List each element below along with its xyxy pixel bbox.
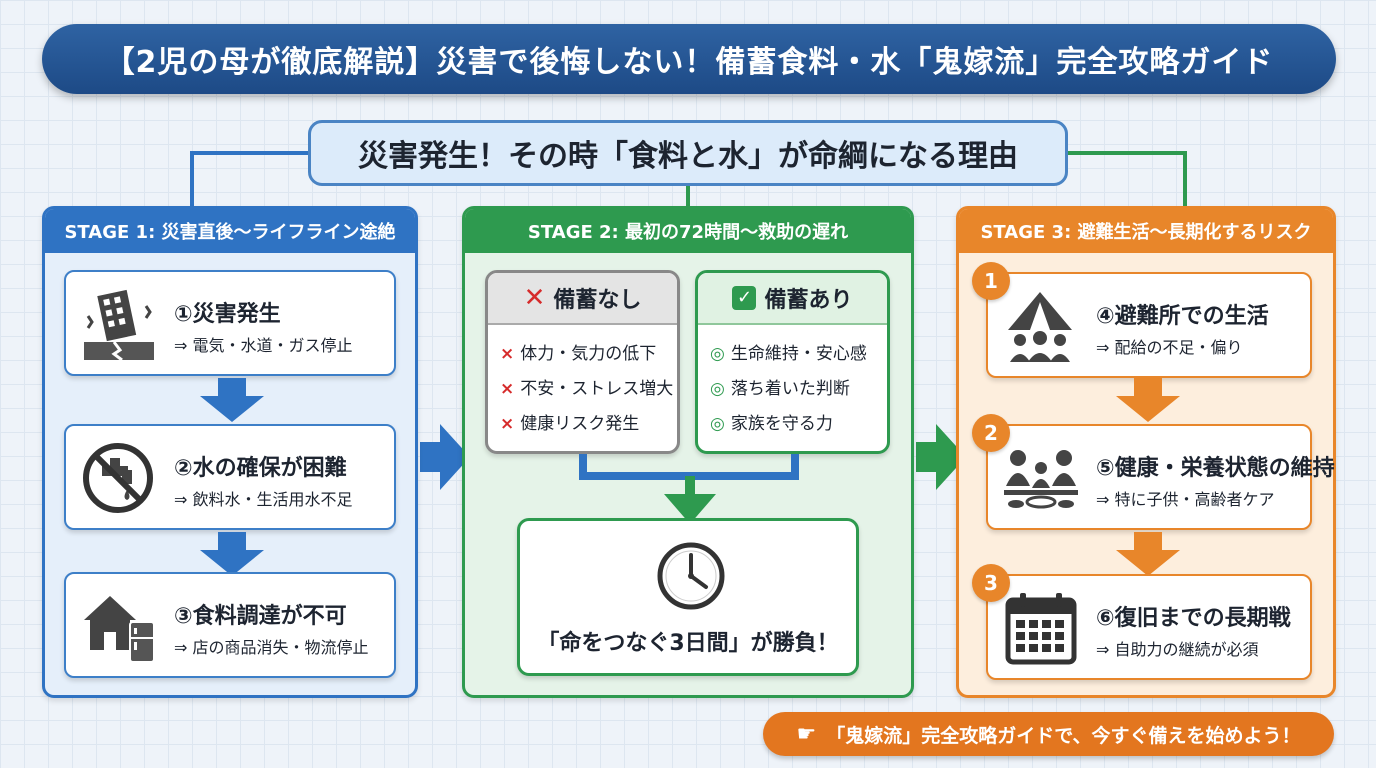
list-item: ×体力・気力の低下 (500, 344, 657, 364)
list-item: ◎生命維持・安心感 (710, 344, 867, 364)
without-stockpile-list: ×体力・気力の低下 ×不安・ストレス増大 ×健康リスク発生 (488, 337, 677, 442)
stage1-step1-card: ①災害発生 ⇒ 電気・水道・ガス停止 (64, 270, 396, 376)
stage1-step1-title: ①災害発生 (174, 302, 281, 327)
arrow-stage2-to-3 (916, 424, 966, 490)
stage3-step2-sub: ⇒ 特に子供・高齢者ケア (1096, 490, 1275, 509)
red-x-icon: ✕ (523, 283, 546, 313)
page-title: 【2児の母が徹底解説】災害で後悔しない！備蓄食料・水「鬼嫁流」完全攻略ガイド (104, 45, 1274, 80)
stage3-step3-card: ⑥復旧までの長期戦 ⇒ 自助力の継続が必須 (986, 574, 1312, 680)
double-circle-icon: ◎ (710, 379, 725, 399)
x-mark-icon: × (500, 379, 515, 399)
stage1-step2-card: ②水の確保が困難 ⇒ 飲料水・生活用水不足 (64, 424, 396, 530)
stage1-header: STAGE 1: 災害直後〜ライフライン途絶 (45, 209, 415, 253)
arrow-down-3 (1116, 378, 1180, 422)
x-mark-icon: × (500, 344, 515, 364)
list-item: ×健康リスク発生 (500, 414, 640, 434)
stage1-step2-title: ②水の確保が困難 (174, 456, 347, 481)
double-circle-icon: ◎ (710, 344, 725, 364)
arrow-stage1-to-2 (420, 424, 470, 490)
step-badge-1: 1 (972, 262, 1010, 300)
list-item: ◎家族を守る力 (710, 414, 833, 434)
stage1-step2-sub: ⇒ 飲料水・生活用水不足 (174, 490, 353, 509)
list-item: ×不安・ストレス増大 (500, 379, 674, 399)
without-stockpile-box: ✕ 備蓄なし ×体力・気力の低下 ×不安・ストレス増大 ×健康リスク発生 (485, 270, 680, 454)
arrow-down-1 (200, 378, 264, 422)
clock-icon (657, 542, 725, 610)
family-meal-icon (1004, 450, 1078, 509)
three-days-label: 「命をつなぐ3日間」が勝負！ (537, 631, 839, 656)
check-mark-icon: ✓ (732, 286, 757, 310)
stage3-step1-card: ④避難所での生活 ⇒ 配給の不足・偏り (986, 272, 1312, 378)
double-circle-icon: ◎ (710, 414, 725, 434)
without-stockpile-header: ✕ 備蓄なし (488, 273, 677, 325)
stage1-step3-card: ③食料調達が不可 ⇒ 店の商品消失・物流停止 (64, 572, 396, 678)
without-stockpile-title: 備蓄なし (553, 288, 642, 313)
no-water-faucet-icon (83, 443, 153, 513)
with-stockpile-list: ◎生命維持・安心感 ◎落ち着いた判断 ◎家族を守る力 (698, 337, 887, 442)
stage1-step1-sub: ⇒ 電気・水道・ガス停止 (174, 336, 353, 355)
with-stockpile-title: 備蓄あり (764, 288, 853, 313)
stage3-step3-title: ⑥復旧までの長期戦 (1096, 606, 1291, 631)
list-item: ◎落ち着いた判断 (710, 379, 850, 399)
stage2-header: STAGE 2: 最初の72時間〜救助の遅れ (465, 209, 911, 253)
x-mark-icon: × (500, 414, 515, 434)
subtitle-box: 災害発生！その時「食料と水」が命綱になる理由 (308, 120, 1068, 186)
subtitle: 災害発生！その時「食料と水」が命綱になる理由 (358, 139, 1018, 174)
stage1-step3-title: ③食料調達が不可 (174, 604, 347, 629)
stage3-step2-title: ⑤健康・栄養状態の維持 (1096, 456, 1335, 481)
stage3-step3-sub: ⇒ 自助力の継続が必須 (1096, 640, 1259, 659)
pointing-hand-icon: ☛ (796, 721, 817, 747)
arrow-down-2 (200, 532, 264, 576)
three-days-box: 「命をつなぐ3日間」が勝負！ (517, 518, 859, 676)
stage1-step3-sub: ⇒ 店の商品消失・物流停止 (174, 638, 369, 657)
tent-people-icon (1008, 292, 1072, 362)
stage3-step1-title: ④避難所での生活 (1096, 304, 1269, 329)
cta-text: 「鬼嫁流」完全攻略ガイドで、今すぐ備えを始めよう！ (826, 724, 1301, 747)
step-badge-2: 2 (972, 414, 1010, 452)
calendar-icon (1005, 593, 1077, 665)
cta-banner[interactable]: ☛ 「鬼嫁流」完全攻略ガイドで、今すぐ備えを始めよう！ (763, 712, 1334, 756)
title-banner: 【2児の母が徹底解説】災害で後悔しない！備蓄食料・水「鬼嫁流」完全攻略ガイド (42, 24, 1336, 94)
with-stockpile-box: ✓ 備蓄あり ◎生命維持・安心感 ◎落ち着いた判断 ◎家族を守る力 (695, 270, 890, 454)
with-stockpile-header: ✓ 備蓄あり (698, 273, 887, 325)
collapsing-building-icon (84, 289, 154, 362)
arrow-down-4 (1116, 532, 1180, 576)
stage3-header: STAGE 3: 避難生活〜長期化するリスク (959, 209, 1333, 253)
merge-arrow (579, 454, 799, 524)
house-fridge-icon (84, 596, 155, 663)
stage3-step2-card: ⑤健康・栄養状態の維持 ⇒ 特に子供・高齢者ケア (986, 424, 1335, 530)
stage3-step1-sub: ⇒ 配給の不足・偏り (1096, 338, 1243, 357)
step-badge-3: 3 (972, 564, 1010, 602)
